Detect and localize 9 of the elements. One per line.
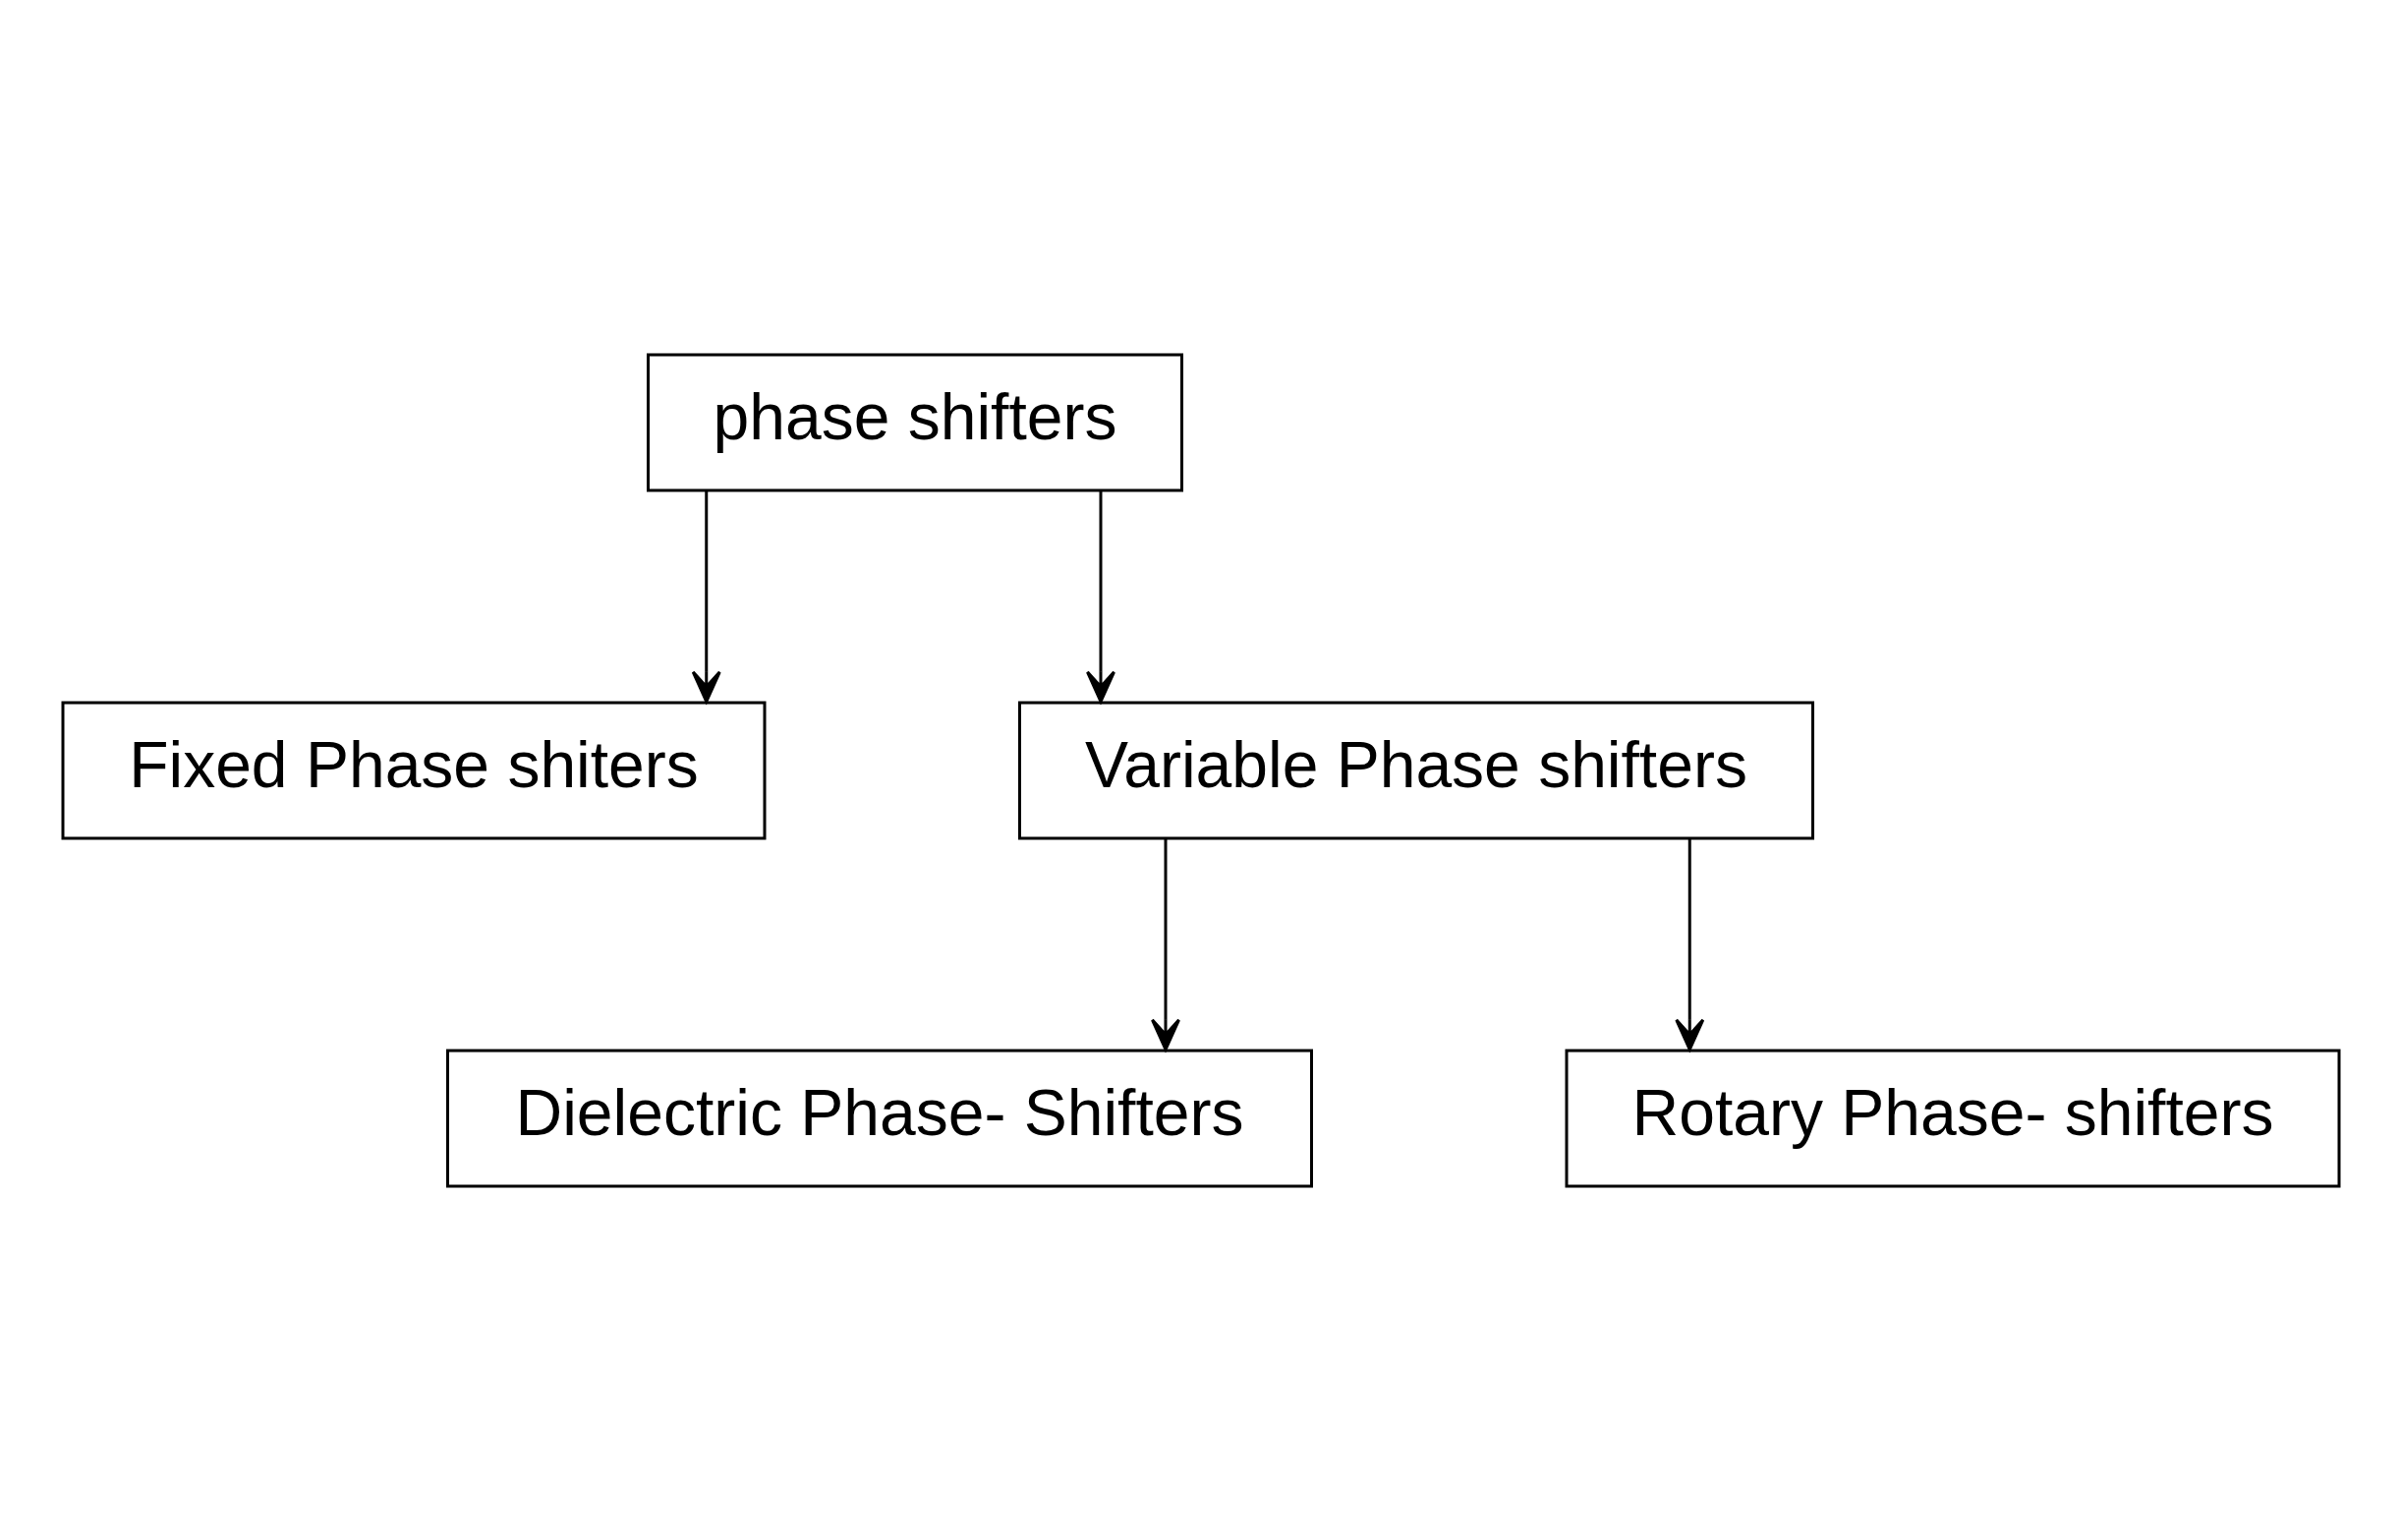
node-box: Fixed Phase shiters	[61, 701, 766, 839]
node-box: Dielectric Phase- Shifters	[445, 1049, 1313, 1187]
arrow	[1150, 837, 1180, 1051]
arrow	[691, 489, 721, 703]
node-box: Variable Phase shifters	[1017, 701, 1814, 839]
node-box: Rotary Phase- shifters	[1565, 1049, 2340, 1187]
node-box: phase shifters	[646, 353, 1183, 491]
arrow	[1674, 837, 1704, 1051]
arrow	[1085, 489, 1115, 703]
